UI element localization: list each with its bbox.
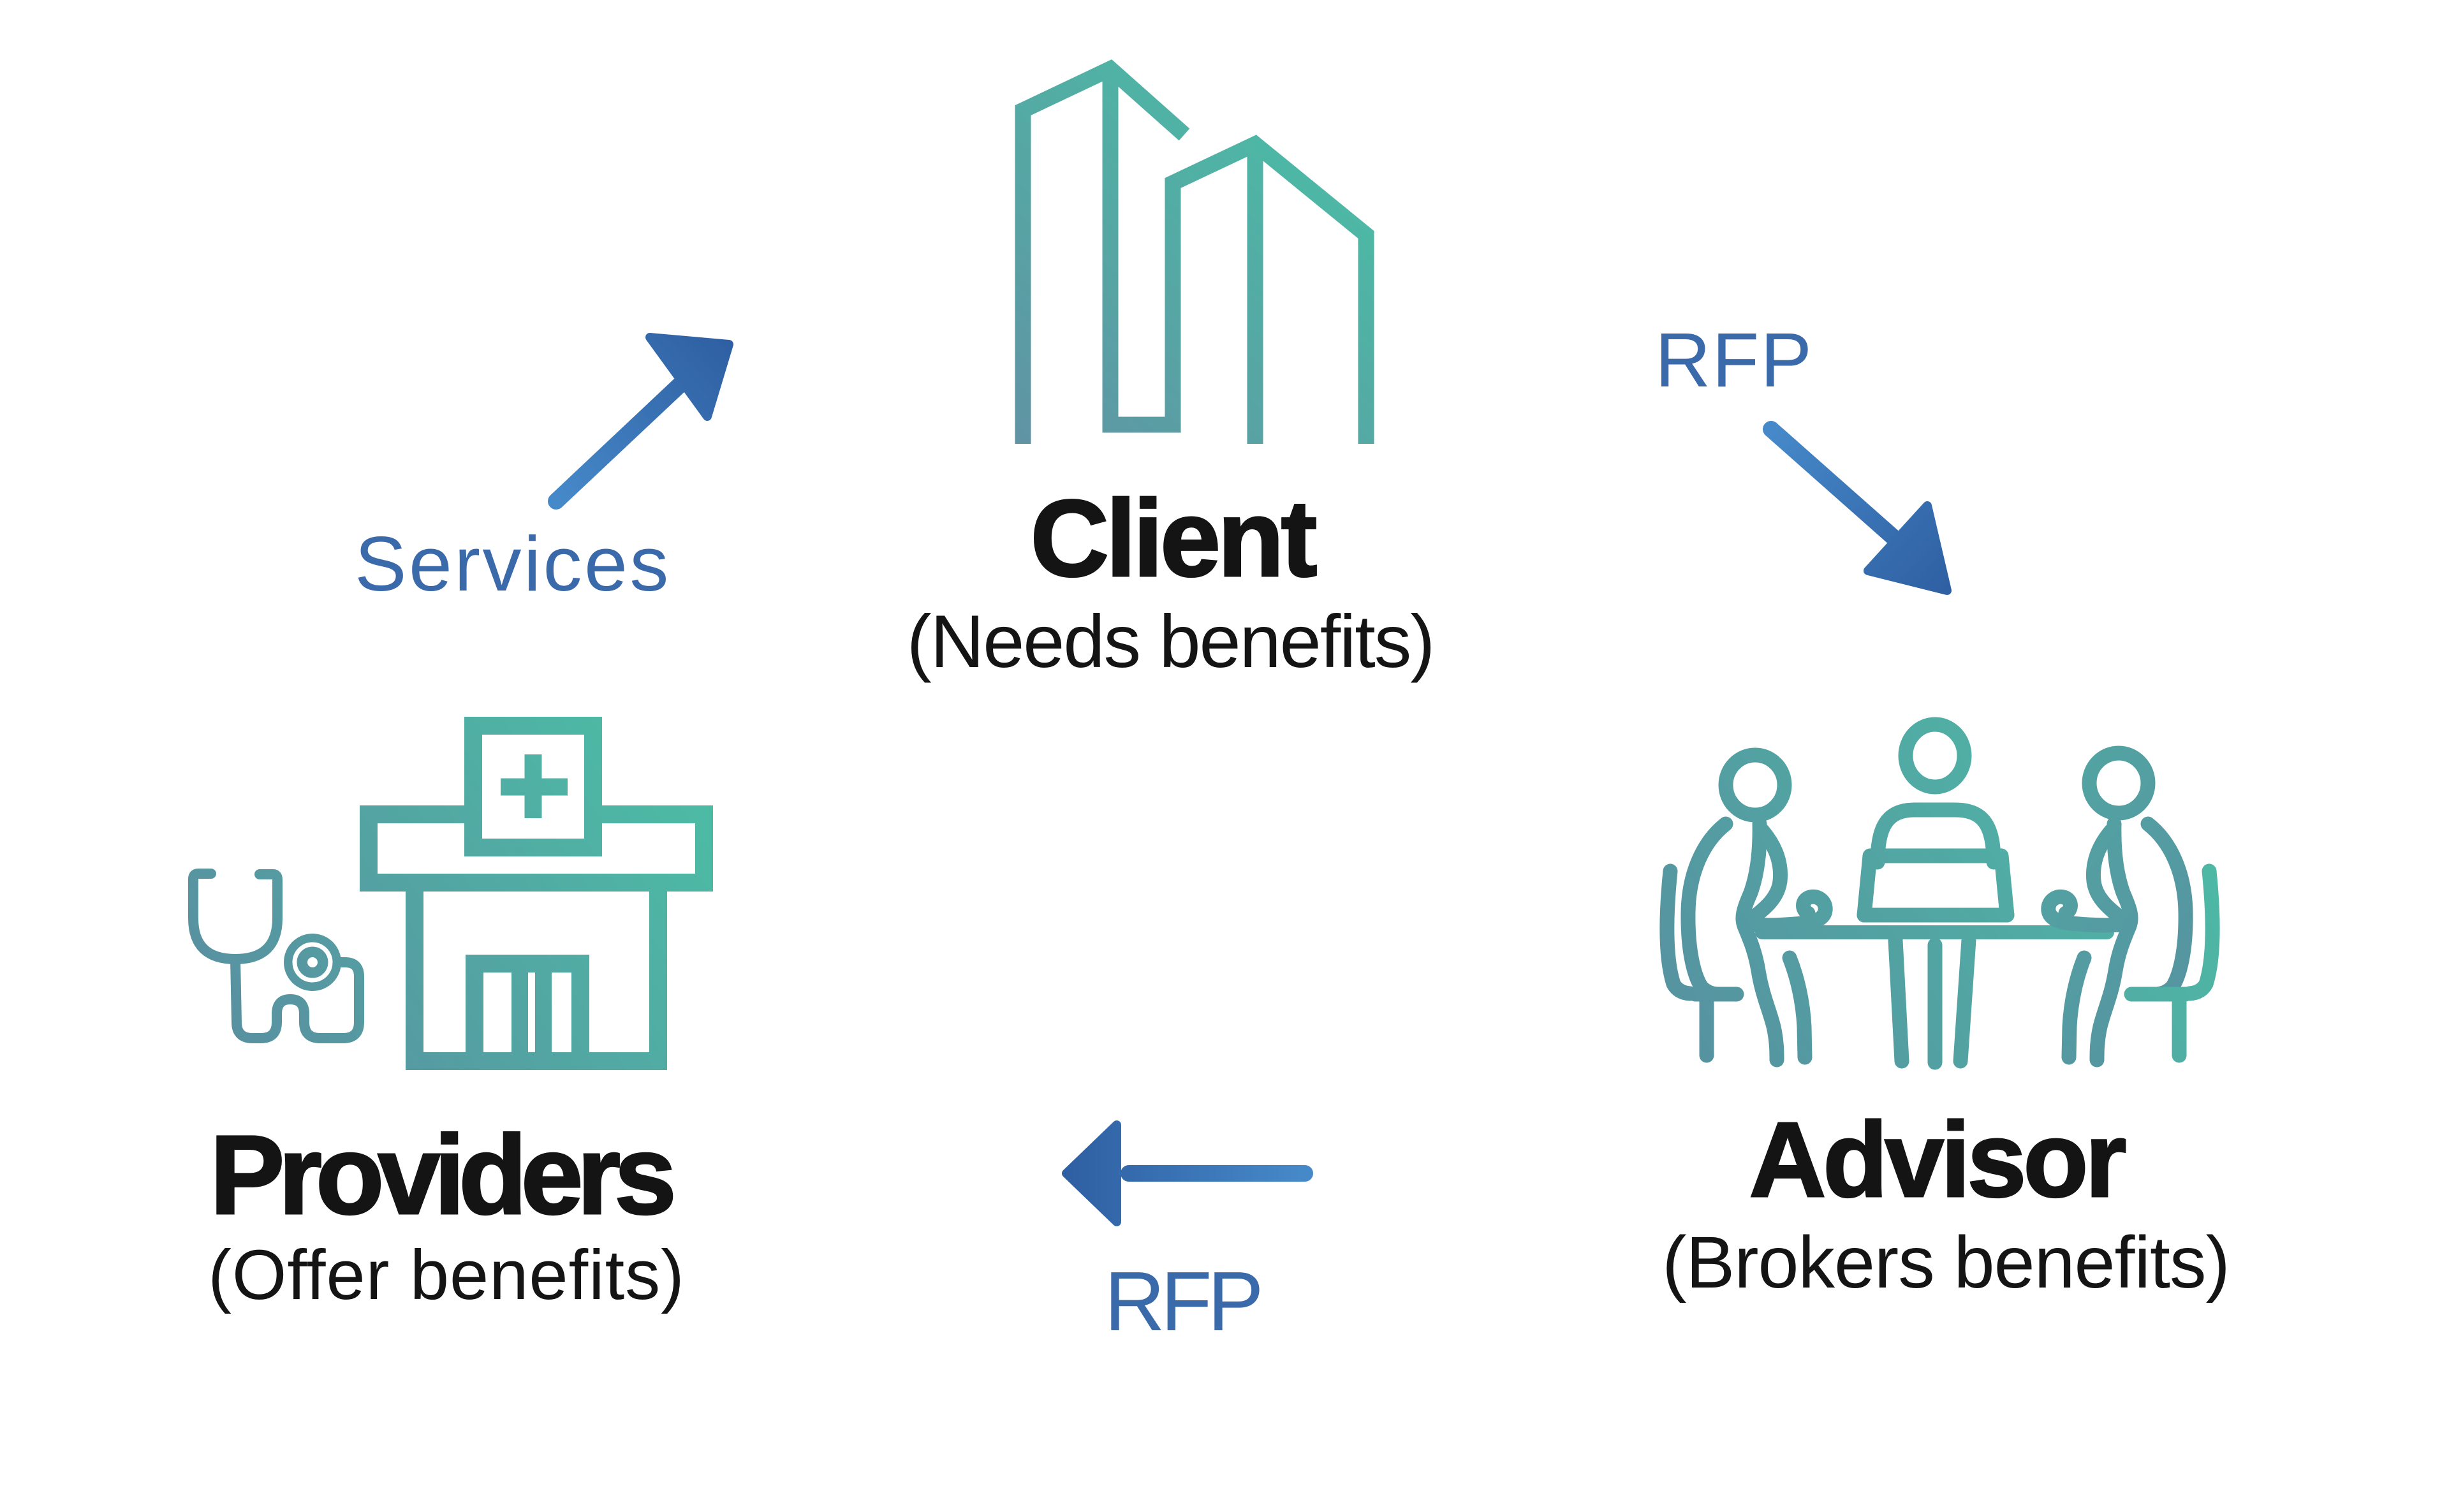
svg-text:RFP: RFP xyxy=(1105,1254,1260,1348)
svg-text:Client: Client xyxy=(1030,478,1316,599)
svg-text:(Offer benefits): (Offer benefits) xyxy=(208,1236,685,1314)
svg-text:(Brokers benefits): (Brokers benefits) xyxy=(1662,1222,2230,1303)
svg-text:RFP: RFP xyxy=(1655,316,1813,403)
svg-text:Services: Services xyxy=(355,520,671,607)
svg-text:Advisor: Advisor xyxy=(1749,1101,2126,1219)
svg-text:Providers: Providers xyxy=(210,1113,672,1238)
svg-text:(Needs benefits): (Needs benefits) xyxy=(907,599,1434,683)
